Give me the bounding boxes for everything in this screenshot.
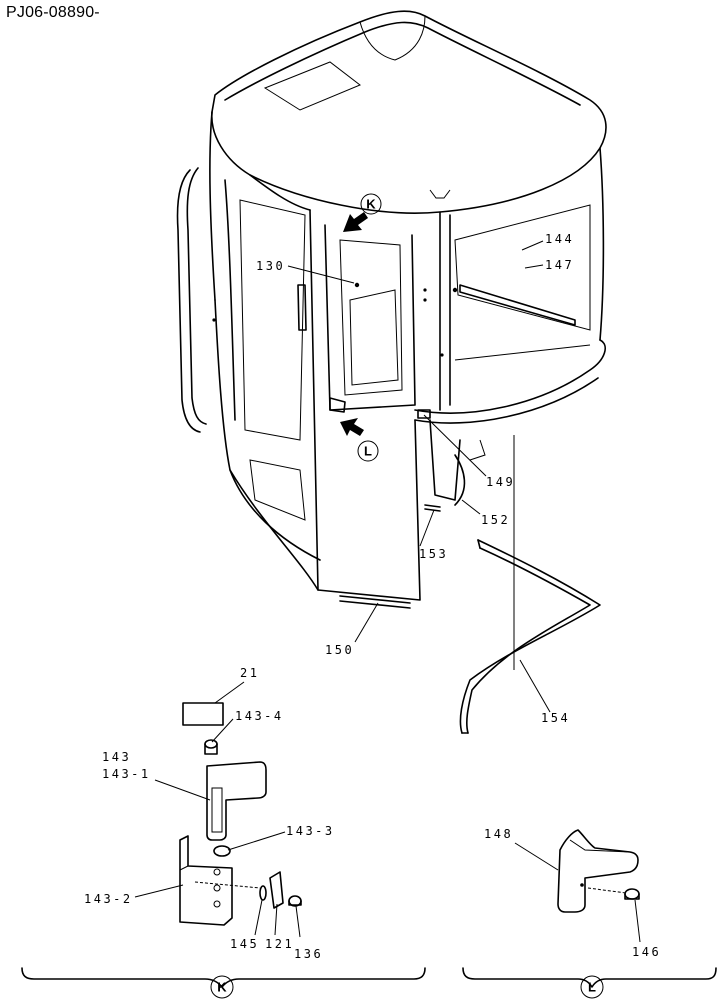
clip-143-3 <box>213 845 231 857</box>
callout-153: 153 <box>419 547 448 561</box>
detail-brace-l: L <box>462 967 717 999</box>
callout-147: 147 <box>545 258 574 272</box>
callout-136: 136 <box>294 947 323 961</box>
label-21 <box>182 702 224 726</box>
seal-strips <box>339 409 601 734</box>
detail-label-l: L <box>588 980 596 995</box>
callout-150: 150 <box>325 643 354 657</box>
detail-label-k: K <box>217 980 227 995</box>
callout-144: 144 <box>545 232 574 246</box>
plate-121 <box>269 871 284 909</box>
bracket-143-2 <box>179 835 233 926</box>
callout-154: 154 <box>541 711 570 725</box>
cab-assembly <box>176 10 607 601</box>
drawing-code: PJ06-08890- <box>6 4 100 21</box>
callout-143-3: 143-3 <box>286 824 335 838</box>
part-148 <box>557 829 639 913</box>
detail-k <box>179 702 302 926</box>
bracket-143-1 <box>206 761 267 841</box>
callout-labels: 130 144 147 149 152 153 150 154 21 143-4… <box>84 232 661 961</box>
callout-145: 145 <box>230 937 259 951</box>
callout-148: 148 <box>484 827 513 841</box>
grommet-143-4 <box>204 739 218 755</box>
bolt-146 <box>624 888 640 900</box>
bolt-136 <box>288 895 302 907</box>
callout-130: 130 <box>256 259 285 273</box>
callout-149: 149 <box>486 475 515 489</box>
callout-121: 121 <box>265 937 294 951</box>
view-marker-l: L <box>364 444 372 459</box>
callout-143-4: 143-4 <box>235 709 284 723</box>
detail-brace-k: K <box>21 967 426 999</box>
view-arrow-k: K <box>343 193 382 232</box>
view-arrow-l: L <box>340 418 379 462</box>
detail-l <box>557 829 640 913</box>
view-marker-k: K <box>366 197 376 212</box>
washer-145 <box>259 885 267 901</box>
callout-152: 152 <box>481 513 510 527</box>
callout-143: 143 <box>102 750 131 764</box>
callout-143-2: 143-2 <box>84 892 133 906</box>
callout-21: 21 <box>240 666 259 680</box>
leader-lines <box>134 240 641 943</box>
callout-143-1: 143-1 <box>102 767 151 781</box>
callout-146: 146 <box>632 945 661 959</box>
